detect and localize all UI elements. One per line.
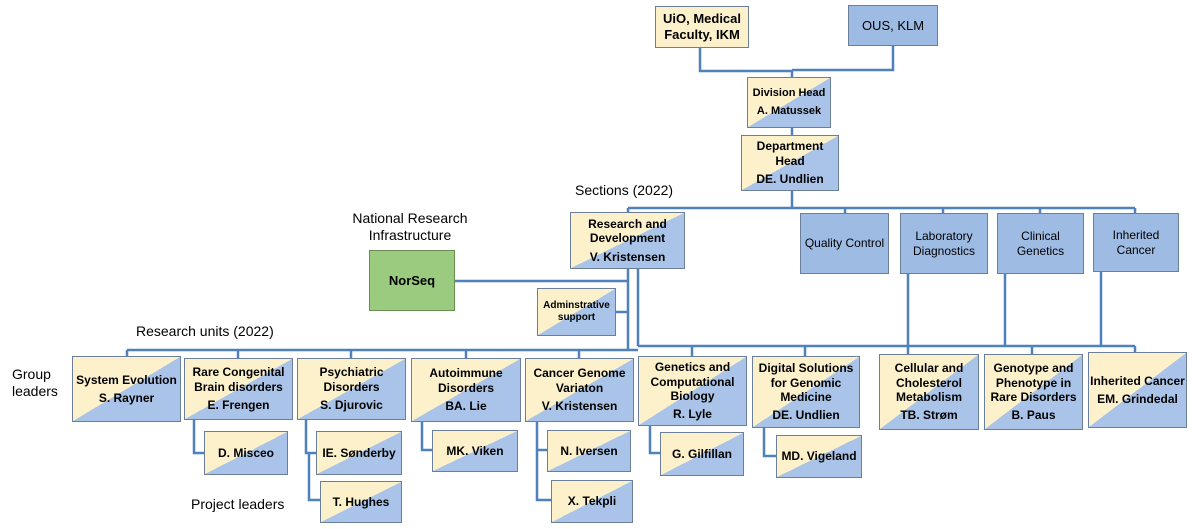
group-genetics-computational-biology: Genetics and Computational Biology R. Ly… <box>638 356 747 426</box>
division-head-title: Division Head <box>752 87 826 100</box>
group-title: Cancer Genome Variaton <box>533 366 626 395</box>
section-leader: V. Kristensen <box>589 249 666 264</box>
group-title: Inherited Cancer <box>1090 373 1185 388</box>
project-leader-viken: MK. Viken <box>432 430 518 472</box>
group-leader: TB. Strøm <box>900 408 958 423</box>
project-leader-gilfillan: G. Gilfillan <box>660 432 744 476</box>
infrastructure-label: National Research Infrastructure <box>352 210 468 243</box>
department-head-title: Department Head <box>756 139 824 168</box>
group-title: Cellular and Cholesterol Metabolism <box>894 361 964 404</box>
section-research-development: Research and Development V. Kristensen <box>570 212 685 269</box>
project-leader-name: MD. Vigeland <box>781 449 857 464</box>
group-rare-congenital-brain-disorders: Rare Congenital Brain disorders E. Freng… <box>184 358 293 420</box>
department-head-box: Department Head DE. Undlien <box>741 135 839 191</box>
group-leaders-label: Group leaders <box>12 366 58 399</box>
group-leader: S. Djurovic <box>320 398 383 413</box>
group-leader: R. Lyle <box>673 407 712 422</box>
project-leader-misceo: D. Misceo <box>204 431 288 475</box>
group-psychiatric-disorders: Psychiatric Disorders S. Djurovic <box>297 358 406 420</box>
group-leader: E. Frengen <box>207 398 270 413</box>
group-system-evolution: System Evolution S. Rayner <box>72 356 181 422</box>
section-title: Research and Development <box>588 216 667 246</box>
project-leader-name: IE. Sønderby <box>322 445 396 460</box>
section-clinical-genetics: Clinical Genetics <box>997 213 1084 274</box>
sections-label: Sections (2022) <box>575 182 674 198</box>
project-leader-tekpli: X. Tekpli <box>551 480 633 523</box>
ous-klm-box: OUS, KLM <box>848 5 938 46</box>
project-leaders-label: Project leaders <box>191 496 285 512</box>
group-leader: EM. Grindedal <box>1097 392 1178 406</box>
research-units-label: Research units (2022) <box>136 323 274 339</box>
division-head-name: A. Matussek <box>756 104 822 117</box>
project-leader-name: N. Iversen <box>560 443 618 458</box>
group-leader: V. Kristensen <box>541 399 618 414</box>
group-leader: BA. Lie <box>445 399 487 414</box>
group-cellular-cholesterol-metabolism: Cellular and Cholesterol Metabolism TB. … <box>879 354 979 430</box>
administrative-support-label: Adminstrative support <box>543 300 610 323</box>
group-title: System Evolution <box>76 372 177 387</box>
project-leader-name: G. Gilfillan <box>671 446 732 461</box>
norseq-box: NorSeq <box>369 250 455 311</box>
project-leader-name: T. Hughes <box>332 494 390 509</box>
group-title: Psychiatric Disorders <box>319 365 384 394</box>
group-title: Genetics and Computational Biology <box>650 360 735 403</box>
group-inherited-cancer: Inherited Cancer EM. Grindedal <box>1088 352 1187 428</box>
section-title: Quality Control <box>804 236 885 251</box>
group-title: Digital Solutions for Genomic Medicine <box>758 361 854 404</box>
group-digital-solutions: Digital Solutions for Genomic Medicine D… <box>752 356 860 428</box>
group-cancer-genome-variation: Cancer Genome Variaton V. Kristensen <box>525 358 634 422</box>
norseq-label: NorSeq <box>388 272 436 288</box>
ous-label: OUS, KLM <box>861 17 925 33</box>
group-leader: DE. Undlien <box>772 408 840 423</box>
group-title: Autoimmune Disorders <box>429 366 503 395</box>
project-leader-sonderby: IE. Sønderby <box>316 431 402 475</box>
section-title: Laboratory Diagnostics <box>912 229 976 258</box>
department-head-name: DE. Undlien <box>756 172 824 187</box>
group-leader: S. Rayner <box>98 391 155 405</box>
group-genotype-phenotype-rare-disorders: Genotype and Phenotype in Rare Disorders… <box>984 354 1083 430</box>
group-autoimmune-disorders: Autoimmune Disorders BA. Lie <box>411 358 521 422</box>
project-leader-name: X. Tekpli <box>567 494 617 509</box>
section-title: Inherited Cancer <box>1112 228 1160 257</box>
uio-label: UiO, Medical Faculty, IKM <box>662 11 742 42</box>
administrative-support-box: Adminstrative support <box>537 288 616 336</box>
group-title: Genotype and Phenotype in Rare Disorders <box>990 361 1077 404</box>
division-head-box: Division Head A. Matussek <box>747 77 831 128</box>
project-leader-name: D. Misceo <box>217 445 274 460</box>
group-title: Rare Congenital Brain disorders <box>192 365 285 394</box>
section-quality-control: Quality Control <box>800 213 889 274</box>
project-leader-vigeland: MD. Vigeland <box>776 435 862 478</box>
section-inherited-cancer: Inherited Cancer <box>1093 213 1179 272</box>
project-leader-name: MK. Viken <box>446 443 504 458</box>
group-leader: B. Paus <box>1011 408 1056 423</box>
section-title: Clinical Genetics <box>1016 229 1065 258</box>
project-leader-iversen: N. Iversen <box>547 430 631 472</box>
project-leader-hughes: T. Hughes <box>320 481 402 523</box>
uio-medical-faculty-box: UiO, Medical Faculty, IKM <box>655 6 749 48</box>
section-laboratory-diagnostics: Laboratory Diagnostics <box>900 213 988 274</box>
